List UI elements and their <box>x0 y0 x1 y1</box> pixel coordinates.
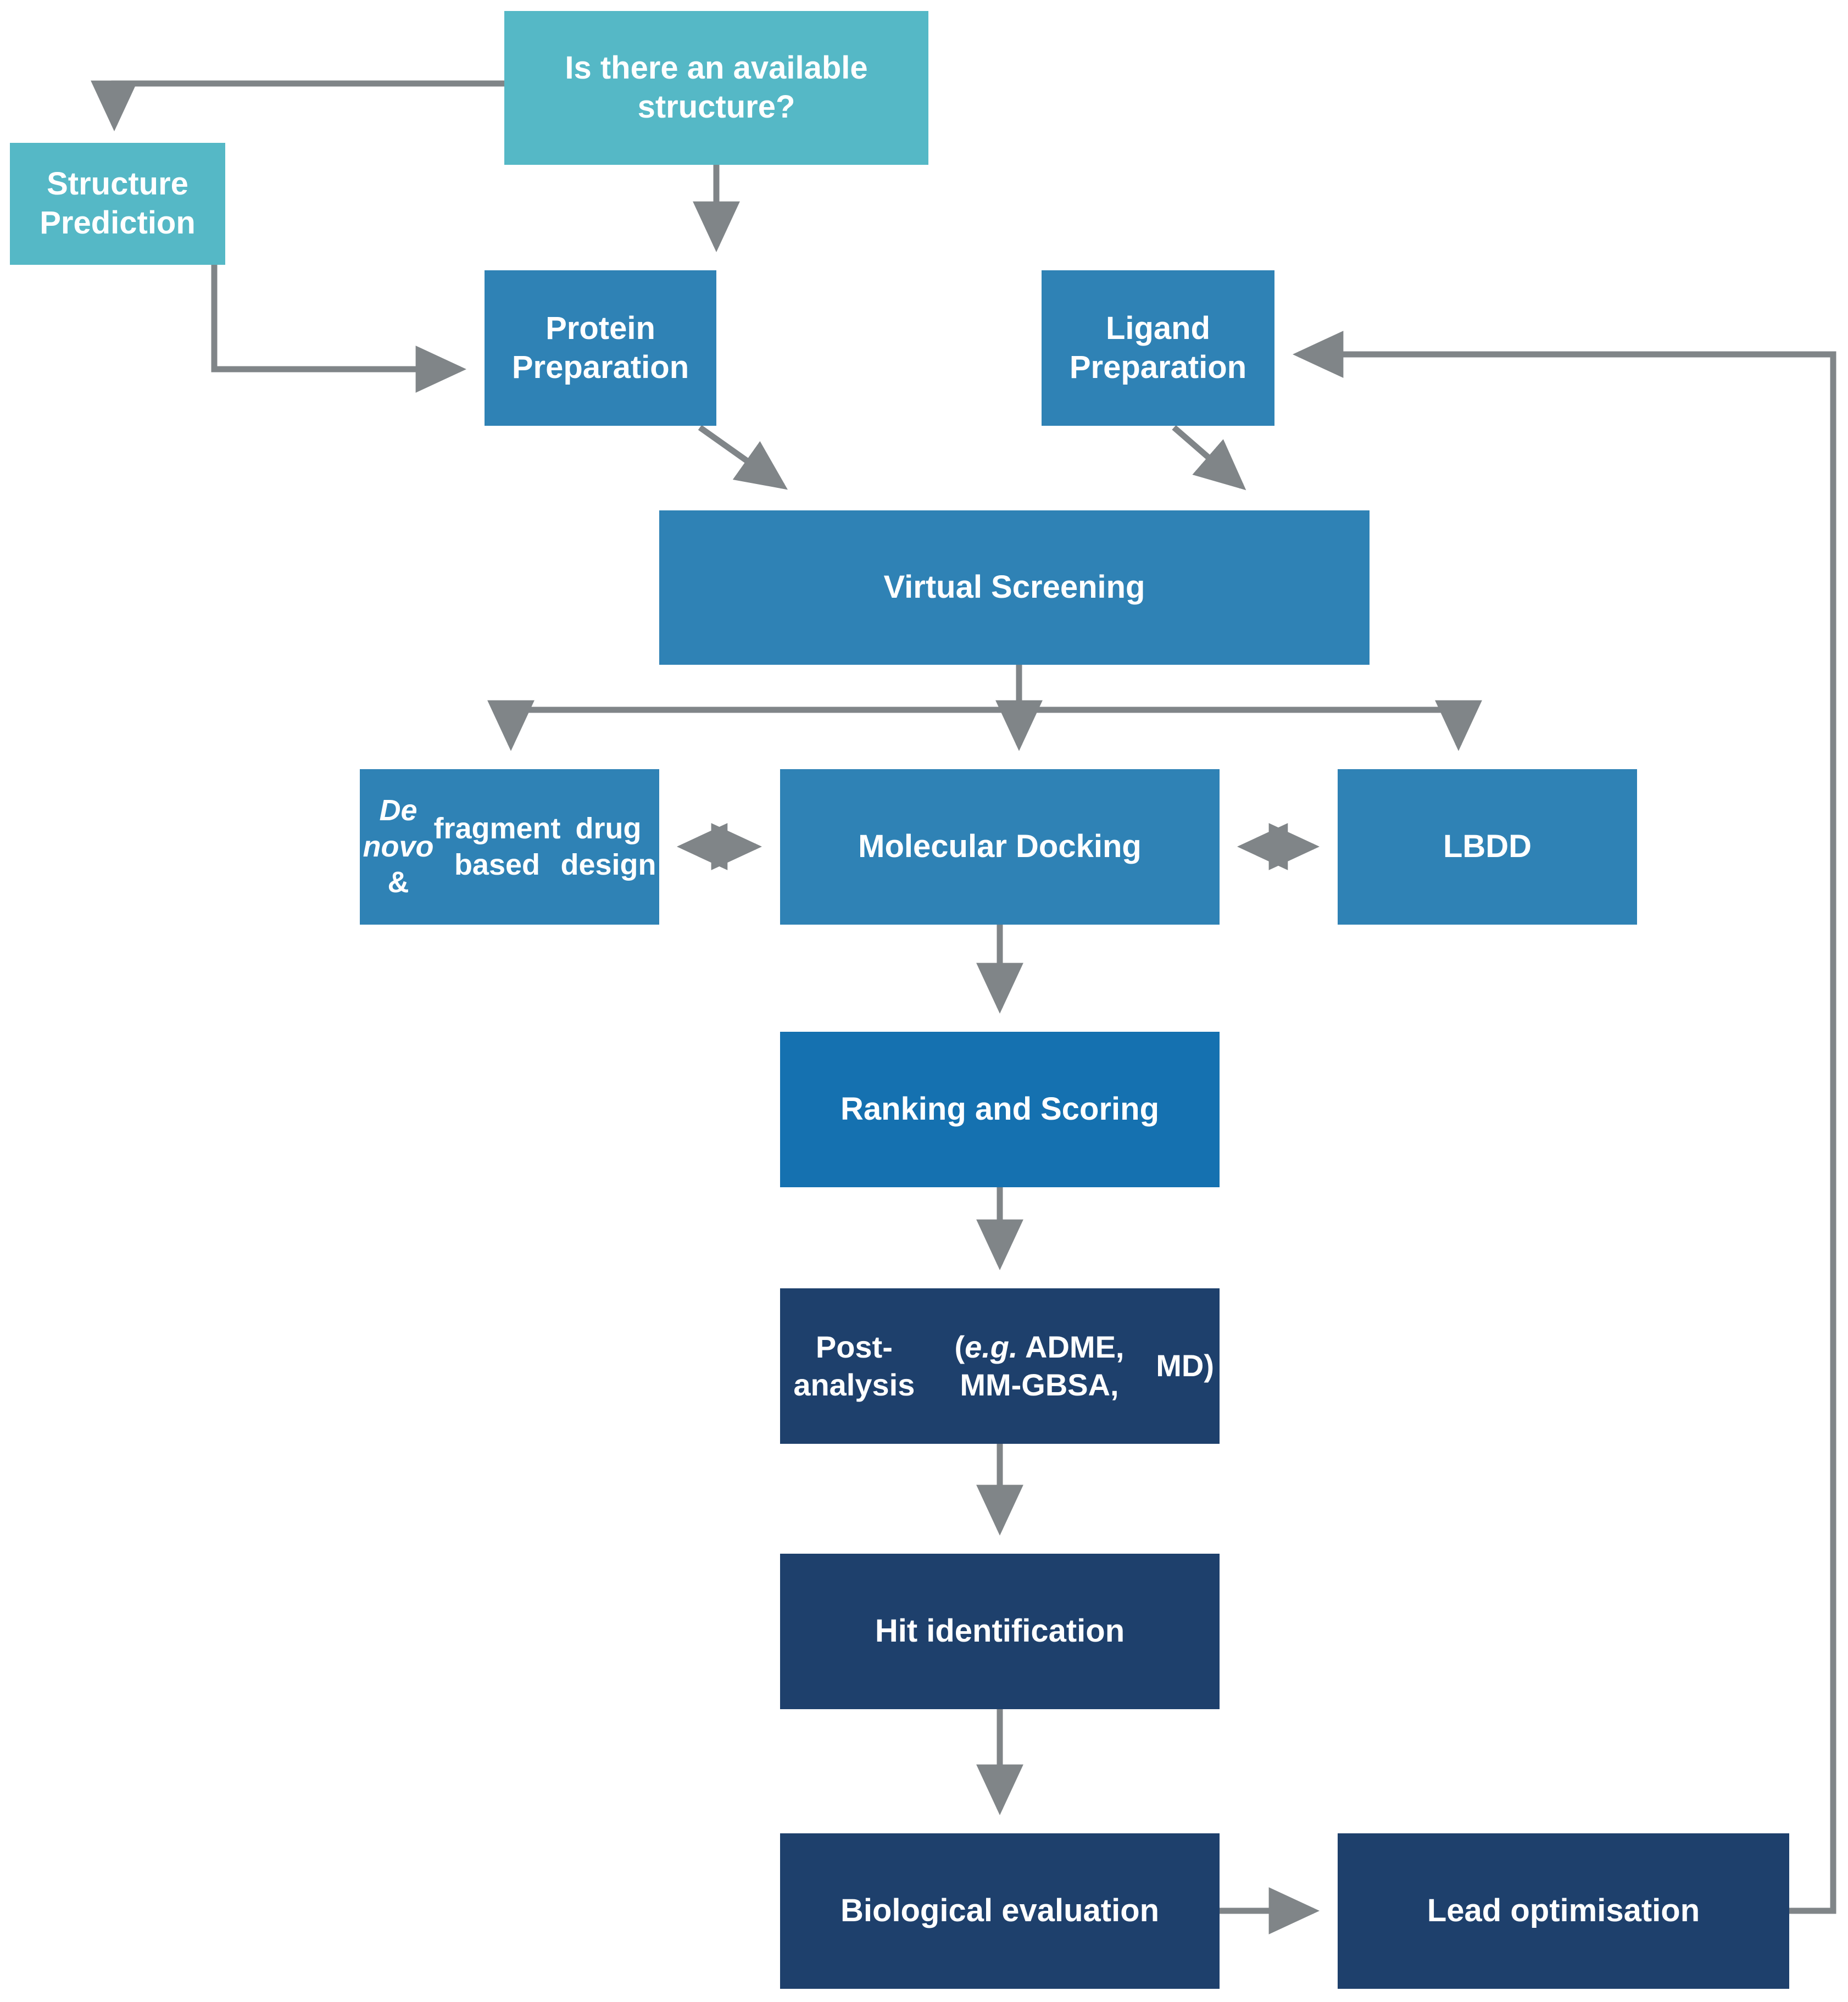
connector-protein-preparation-to-virtual-screening <box>698 425 788 490</box>
node-box-protein-preparation[interactable] <box>485 270 716 426</box>
node-box-lead-optimisation[interactable] <box>1338 1833 1789 1989</box>
node-box-virtual-screening[interactable] <box>659 510 1370 665</box>
node-box-post-analysis[interactable] <box>780 1288 1220 1444</box>
node-box-lbdd[interactable] <box>1338 769 1637 925</box>
connector-structure-prediction-to-protein-preparation <box>211 265 466 393</box>
node-box-structure-prediction[interactable] <box>10 143 225 265</box>
node-box-de-novo-fragment-based-drug-design[interactable] <box>360 769 659 925</box>
connector-available-structure-to-structure-prediction <box>91 80 504 131</box>
node-box-molecular-docking[interactable] <box>780 769 1220 925</box>
node-box-ranking-and-scoring[interactable] <box>780 1032 1220 1187</box>
connector-lead-optimisation-feedback-to-ligand-preparation <box>1293 331 1836 1914</box>
connector-ligand-preparation-to-virtual-screening <box>1172 425 1246 491</box>
node-box-hit-identification[interactable] <box>780 1554 1220 1709</box>
node-box-available-structure[interactable] <box>504 11 928 165</box>
node-box-biological-evaluation[interactable] <box>780 1833 1220 1989</box>
node-rectangles <box>10 11 1789 1989</box>
node-box-ligand-preparation[interactable] <box>1042 270 1274 426</box>
